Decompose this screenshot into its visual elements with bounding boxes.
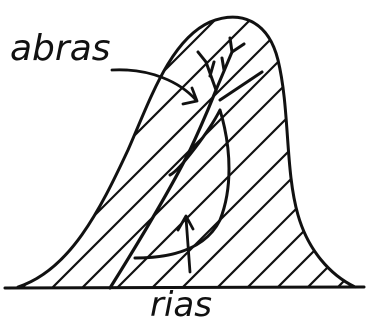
arrow-rias-head bbox=[176, 214, 195, 232]
arrow-abras bbox=[110, 68, 198, 102]
label-rias: rias bbox=[150, 285, 212, 321]
mountain-outline bbox=[16, 15, 357, 289]
ground-line bbox=[3, 285, 366, 290]
arrow-abras-head bbox=[181, 86, 199, 106]
arrow-rias bbox=[184, 216, 192, 274]
river-channel bbox=[108, 88, 218, 290]
stream-branches bbox=[196, 36, 264, 102]
valley-curve bbox=[133, 108, 231, 260]
label-abras: abras bbox=[10, 28, 111, 69]
